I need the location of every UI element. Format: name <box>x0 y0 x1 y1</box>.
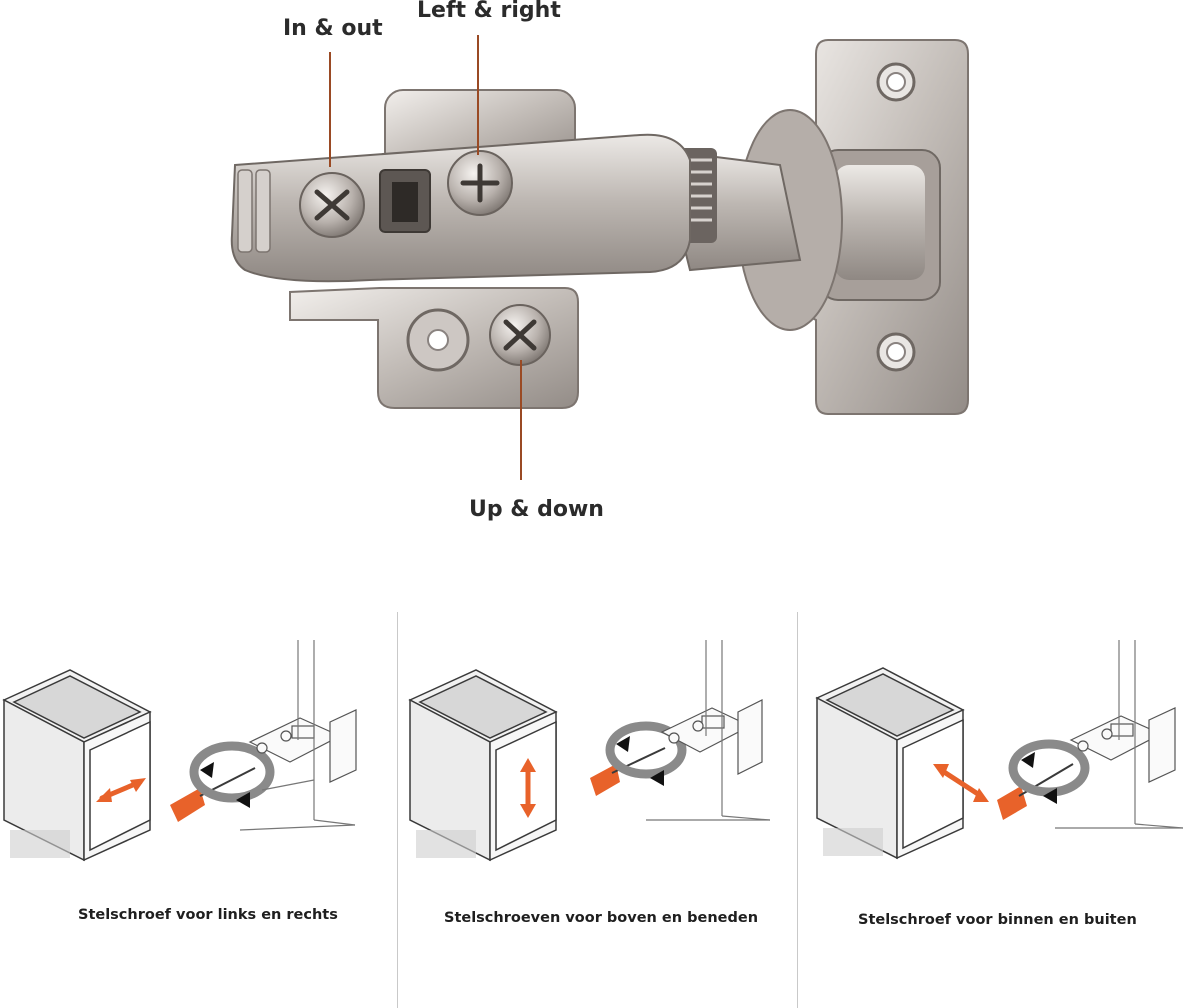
caption-in-out: Stelschroef voor binnen en buiten <box>858 912 1137 928</box>
panel-divider-1 <box>397 612 398 1008</box>
panel-in-out-illustration <box>815 640 1184 860</box>
caption-left-right: Stelschroef voor links en rechts <box>78 907 338 923</box>
label-up-down: Up & down <box>469 497 604 522</box>
caption-up-down: Stelschroeven voor boven en beneden <box>444 910 759 926</box>
panel-left-right-illustration <box>2 640 357 862</box>
panel-up-down-illustration <box>408 640 771 862</box>
label-left-right: Left & right <box>417 0 561 23</box>
leader-in-out <box>329 52 331 167</box>
leader-left-right <box>477 35 479 155</box>
panel-divider-2 <box>797 612 798 1008</box>
label-in-out: In & out <box>283 16 383 41</box>
leader-up-down <box>520 360 522 480</box>
hinge-illustration <box>230 39 969 415</box>
